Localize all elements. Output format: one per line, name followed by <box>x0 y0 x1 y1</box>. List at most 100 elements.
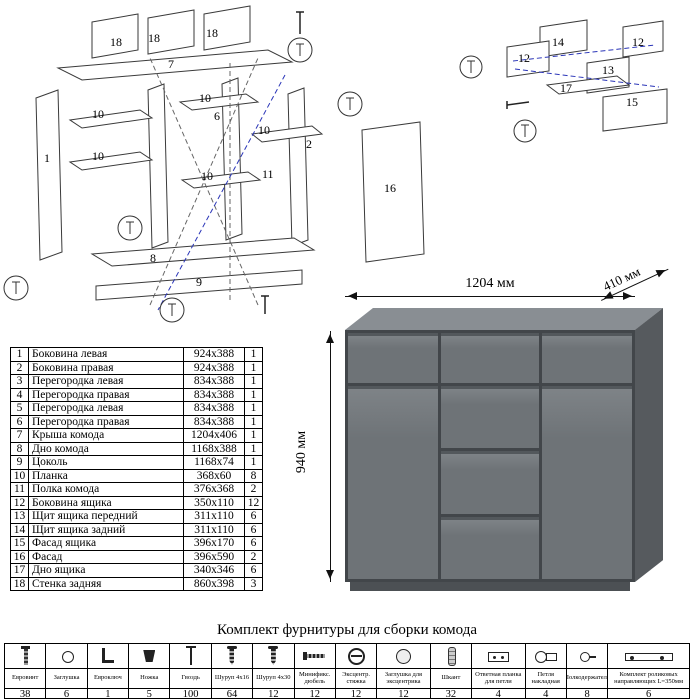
part-name: Полка комода <box>28 482 184 497</box>
hardware-item: Шкант 32 <box>429 644 472 700</box>
part-size: 350x110 <box>183 495 245 510</box>
hardware-icon-cell <box>430 644 472 669</box>
hardware-table: Евровинт 38 Заглушка 6 Евроключ 1 <box>4 643 690 700</box>
hardware-name: Минификс. дюбель <box>294 669 335 689</box>
part-size: 1168x388 <box>183 441 245 456</box>
parts-row: 15 Фасад ящика 396x170 6 <box>10 536 263 551</box>
hardware-icon-cell <box>335 644 377 669</box>
hex-key-icon <box>95 645 121 667</box>
hardware-qty: 100 <box>182 689 199 700</box>
part-number: 15 <box>10 536 29 551</box>
part-name: Перегородка правая <box>28 387 184 402</box>
parts-table-body: 1 Боковина левая 924x388 1 2 Боковина пр… <box>10 347 263 591</box>
part-name: Планка <box>28 468 184 483</box>
parts-row: 10 Планка 368x60 8 <box>10 468 263 483</box>
hinge-plate-icon <box>485 645 511 667</box>
hardware-name: Петля накладная <box>525 669 566 689</box>
magnifier-detail-circles <box>459 55 537 143</box>
hardware-name: Шуруп 4х30 <box>253 669 294 689</box>
komod-front-face <box>345 330 635 582</box>
part-size: 1204x406 <box>183 428 245 443</box>
part-number: 5 <box>10 401 29 416</box>
parts-row: 1 Боковина левая 924x388 1 <box>10 347 263 362</box>
hardware-name: Заглушка для эксцентрика <box>377 669 430 689</box>
hardware-icon-cell <box>608 644 689 669</box>
part-qty: 12 <box>244 495 263 510</box>
part-number: 14 <box>10 522 29 537</box>
hardware-qty: 1 <box>105 689 111 700</box>
hardware-qty: 12 <box>350 689 362 700</box>
hardware-name: Полкодержатель <box>566 669 608 689</box>
part-qty: 1 <box>244 374 263 389</box>
hardware-name: Комплект роликовых направляющих L=350мм <box>608 669 689 689</box>
alignment-lines-blue <box>512 44 660 88</box>
parts-row: 5 Перегородка левая 834x388 1 <box>10 401 263 416</box>
hardware-icon-cell <box>525 644 566 669</box>
drawer-front <box>441 333 539 383</box>
part-qty: 1 <box>244 455 263 470</box>
parts-row: 13 Щит ящика передний 311x110 6 <box>10 509 263 524</box>
hardware-icon-cell <box>87 644 129 669</box>
hardware-qty: 64 <box>226 689 238 700</box>
parts-row: 9 Цоколь 1168x74 1 <box>10 455 263 470</box>
hardware-item: Ножка 5 <box>128 644 170 700</box>
drawer-exploded-diagram <box>459 19 668 143</box>
hardware-qty: 6 <box>63 689 70 700</box>
part-size: 311x110 <box>183 509 245 524</box>
hardware-item: Шуруп 4х30 12 <box>252 644 294 700</box>
part-name: Дно ящика <box>28 563 184 578</box>
komod-base <box>350 582 630 591</box>
magnifier-detail-circles <box>3 37 363 323</box>
parts-row: 11 Полка комода 376x368 2 <box>10 482 263 497</box>
part-number: 9 <box>10 455 29 470</box>
part-qty: 1 <box>244 441 263 456</box>
part-name: Стенка задняя <box>28 576 184 591</box>
part-size: 834x388 <box>183 374 245 389</box>
hardware-item: Эксцентр. стяжка 12 <box>334 644 377 700</box>
part-qty: 1 <box>244 401 263 416</box>
height-dimension-label: 940 мм <box>294 430 310 474</box>
part-name: Боковина левая <box>28 347 184 362</box>
hardware-icon-cell <box>129 644 170 669</box>
cam-lock-icon <box>343 645 369 667</box>
leg-icon <box>136 645 162 667</box>
part-size: 311x110 <box>183 522 245 537</box>
height-dimension-arrow <box>325 331 334 582</box>
loose-screw-glyphs <box>261 11 304 314</box>
hardware-item: Комплект роликовых направляющих L=350мм … <box>607 644 689 700</box>
hardware-name: Евровинт <box>5 669 46 689</box>
parts-row: 4 Перегородка правая 834x388 1 <box>10 387 263 402</box>
part-qty: 3 <box>244 576 263 591</box>
part-size: 376x368 <box>183 482 245 497</box>
part-size: 834x388 <box>183 387 245 402</box>
hardware-icon-cell <box>170 644 211 669</box>
hardware-qty: 4 <box>495 689 501 700</box>
part-qty: 1 <box>244 347 263 362</box>
hardware-icon-cell <box>5 644 46 669</box>
screw-icon <box>219 645 245 667</box>
part-qty: 1 <box>244 428 263 443</box>
shelf-pin-icon <box>574 645 600 667</box>
part-size: 340x346 <box>183 563 245 578</box>
dowel-icon <box>438 645 464 667</box>
drawer-exploded-sketch <box>506 19 668 132</box>
part-qty: 1 <box>244 360 263 375</box>
euro-screw-icon <box>12 645 38 667</box>
roller-guide-icon <box>623 645 675 667</box>
hardware-qty: 12 <box>398 689 409 700</box>
hardware-icon-cell <box>472 644 525 669</box>
part-name: Фасад ящика <box>28 536 184 551</box>
parts-row: 6 Перегородка правая 834x388 1 <box>10 414 263 429</box>
part-name: Перегородка правая <box>28 414 184 429</box>
hardware-name: Евроключ <box>87 669 129 689</box>
part-size: 834x388 <box>183 414 245 429</box>
hardware-item: Ответная планка для петли 4 <box>471 644 525 700</box>
hardware-item: Шуруп 4х16 64 <box>210 644 253 700</box>
part-qty: 1 <box>244 387 263 402</box>
part-number: 1 <box>10 347 29 362</box>
hardware-icon-cell <box>377 644 430 669</box>
part-name: Перегородка левая <box>28 374 184 389</box>
hardware-name: Шкант <box>430 669 472 689</box>
hardware-icon-cell <box>294 644 335 669</box>
hardware-name: Заглушка <box>46 669 87 689</box>
